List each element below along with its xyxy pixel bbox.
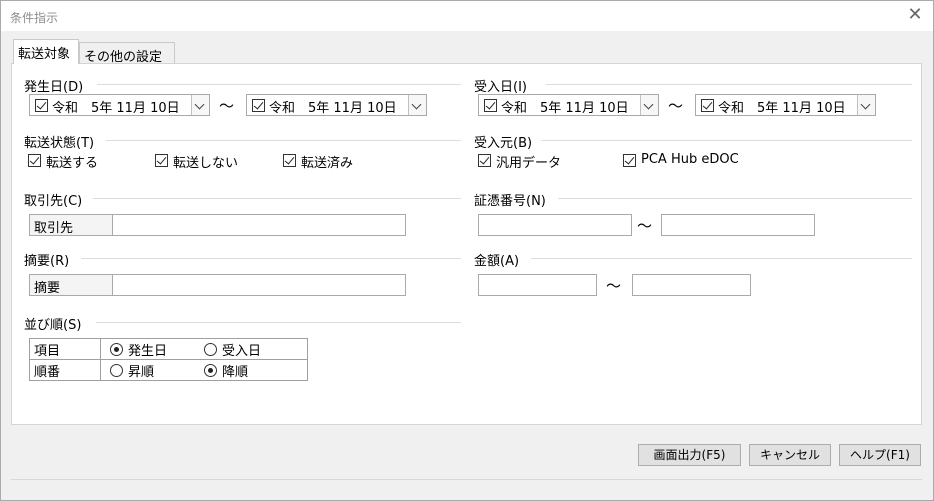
shohyo-from-input[interactable] xyxy=(478,214,632,236)
chevron-down-icon[interactable] xyxy=(191,95,209,115)
divider xyxy=(97,84,461,85)
checkbox-icon[interactable] xyxy=(484,99,497,112)
chevron-down-icon[interactable] xyxy=(640,95,658,115)
divider xyxy=(541,140,912,141)
cancel-button[interactable]: キャンセル xyxy=(749,444,831,466)
window-title: 条件指示 xyxy=(10,11,59,25)
kingaku-to-input[interactable] xyxy=(632,274,751,296)
checkbox-icon[interactable] xyxy=(155,154,168,167)
sort-row-header-item: 項目 xyxy=(30,339,100,359)
radio-icon[interactable] xyxy=(110,343,123,356)
tekiyo-label: 摘要(R) xyxy=(24,254,70,269)
torihiki-field-label: 取引先 xyxy=(29,214,113,236)
range-separator: ～ xyxy=(219,97,235,115)
divider xyxy=(531,258,912,259)
checkbox-label: 転送する xyxy=(46,156,99,171)
tab-other-settings[interactable]: その他の設定 xyxy=(79,42,175,65)
title-bar: 条件指示 ✕ xyxy=(1,1,933,31)
radio-label: 発生日 xyxy=(128,344,168,359)
radio-icon[interactable] xyxy=(204,364,217,377)
divider xyxy=(11,479,922,480)
checkbox-icon[interactable] xyxy=(701,99,714,112)
divider xyxy=(30,359,307,360)
close-icon[interactable]: ✕ xyxy=(907,4,923,25)
checkbox-icon[interactable] xyxy=(35,99,48,112)
ukeirebi-to-date[interactable]: 令和 5年 11月 10日 xyxy=(695,94,876,116)
radio-ukeirebi[interactable]: 受入日 xyxy=(204,340,261,359)
source-checkbox-pca-hub[interactable]: PCA Hub eDOC xyxy=(623,152,739,168)
range-separator: ～ xyxy=(606,277,622,295)
radio-label: 降順 xyxy=(222,365,249,380)
status-checkbox-no-transfer[interactable]: 転送しない xyxy=(155,152,239,171)
divider xyxy=(546,84,912,85)
help-button[interactable]: ヘルプ(F1) xyxy=(839,444,921,466)
radio-icon[interactable] xyxy=(110,364,123,377)
torihiki-input[interactable] xyxy=(112,214,406,236)
checkbox-icon[interactable] xyxy=(283,154,296,167)
radio-descending[interactable]: 降順 xyxy=(204,361,248,380)
checkbox-label: 転送しない xyxy=(173,156,239,171)
hasseibi-label: 発生日(D) xyxy=(24,80,84,95)
checkbox-icon[interactable] xyxy=(28,154,41,167)
radio-icon[interactable] xyxy=(204,343,217,356)
checkbox-icon[interactable] xyxy=(623,154,636,167)
status-checkbox-transfer[interactable]: 転送する xyxy=(28,152,99,171)
status-label: 転送状態(T) xyxy=(24,136,95,151)
date-text: 令和 5年 11月 10日 xyxy=(52,101,180,116)
radio-label: 受入日 xyxy=(222,344,262,359)
divider xyxy=(106,140,461,141)
hasseibi-from-date[interactable]: 令和 5年 11月 10日 xyxy=(29,94,210,116)
ukeirebi-label: 受入日(I) xyxy=(474,80,527,95)
checkbox-icon[interactable] xyxy=(252,99,265,112)
divider xyxy=(93,198,461,199)
checkbox-label: PCA Hub eDOC xyxy=(641,152,739,167)
range-separator: ～ xyxy=(668,97,684,115)
sort-row-header-order: 順番 xyxy=(30,360,100,380)
shohyo-to-input[interactable] xyxy=(661,214,815,236)
source-label: 受入元(B) xyxy=(474,136,533,151)
date-text: 令和 5年 11月 10日 xyxy=(501,101,629,116)
divider xyxy=(558,198,912,199)
chevron-down-icon[interactable] xyxy=(408,95,426,115)
radio-hasseibi[interactable]: 発生日 xyxy=(110,340,167,359)
tekiyo-input[interactable] xyxy=(112,274,406,296)
hasseibi-to-date[interactable]: 令和 5年 11月 10日 xyxy=(246,94,427,116)
ukeirebi-from-date[interactable]: 令和 5年 11月 10日 xyxy=(478,94,659,116)
divider xyxy=(81,258,461,259)
status-checkbox-transferred[interactable]: 転送済み xyxy=(283,152,354,171)
tab-transfer-target[interactable]: 転送対象 xyxy=(13,39,79,64)
source-checkbox-generic[interactable]: 汎用データ xyxy=(478,152,562,171)
radio-label: 昇順 xyxy=(128,365,155,380)
kingaku-from-input[interactable] xyxy=(478,274,597,296)
print-screen-button[interactable]: 画面出力(F5) xyxy=(638,444,741,466)
checkbox-label: 転送済み xyxy=(301,156,354,171)
range-separator: ～ xyxy=(637,217,653,235)
torihiki-label: 取引先(C) xyxy=(24,194,83,209)
date-text: 令和 5年 11月 10日 xyxy=(718,101,846,116)
kingaku-label: 金額(A) xyxy=(474,254,520,269)
shohyo-label: 証憑番号(N) xyxy=(474,194,546,209)
tekiyo-field-label: 摘要 xyxy=(29,274,113,296)
checkbox-label: 汎用データ xyxy=(496,156,562,171)
divider xyxy=(96,322,461,323)
checkbox-icon[interactable] xyxy=(478,154,491,167)
date-text: 令和 5年 11月 10日 xyxy=(269,101,397,116)
chevron-down-icon[interactable] xyxy=(857,95,875,115)
radio-ascending[interactable]: 昇順 xyxy=(110,361,154,380)
sort-grid: 項目 順番 発生日 受入日 昇順 降順 xyxy=(29,338,308,381)
sort-label: 並び順(S) xyxy=(24,318,82,333)
